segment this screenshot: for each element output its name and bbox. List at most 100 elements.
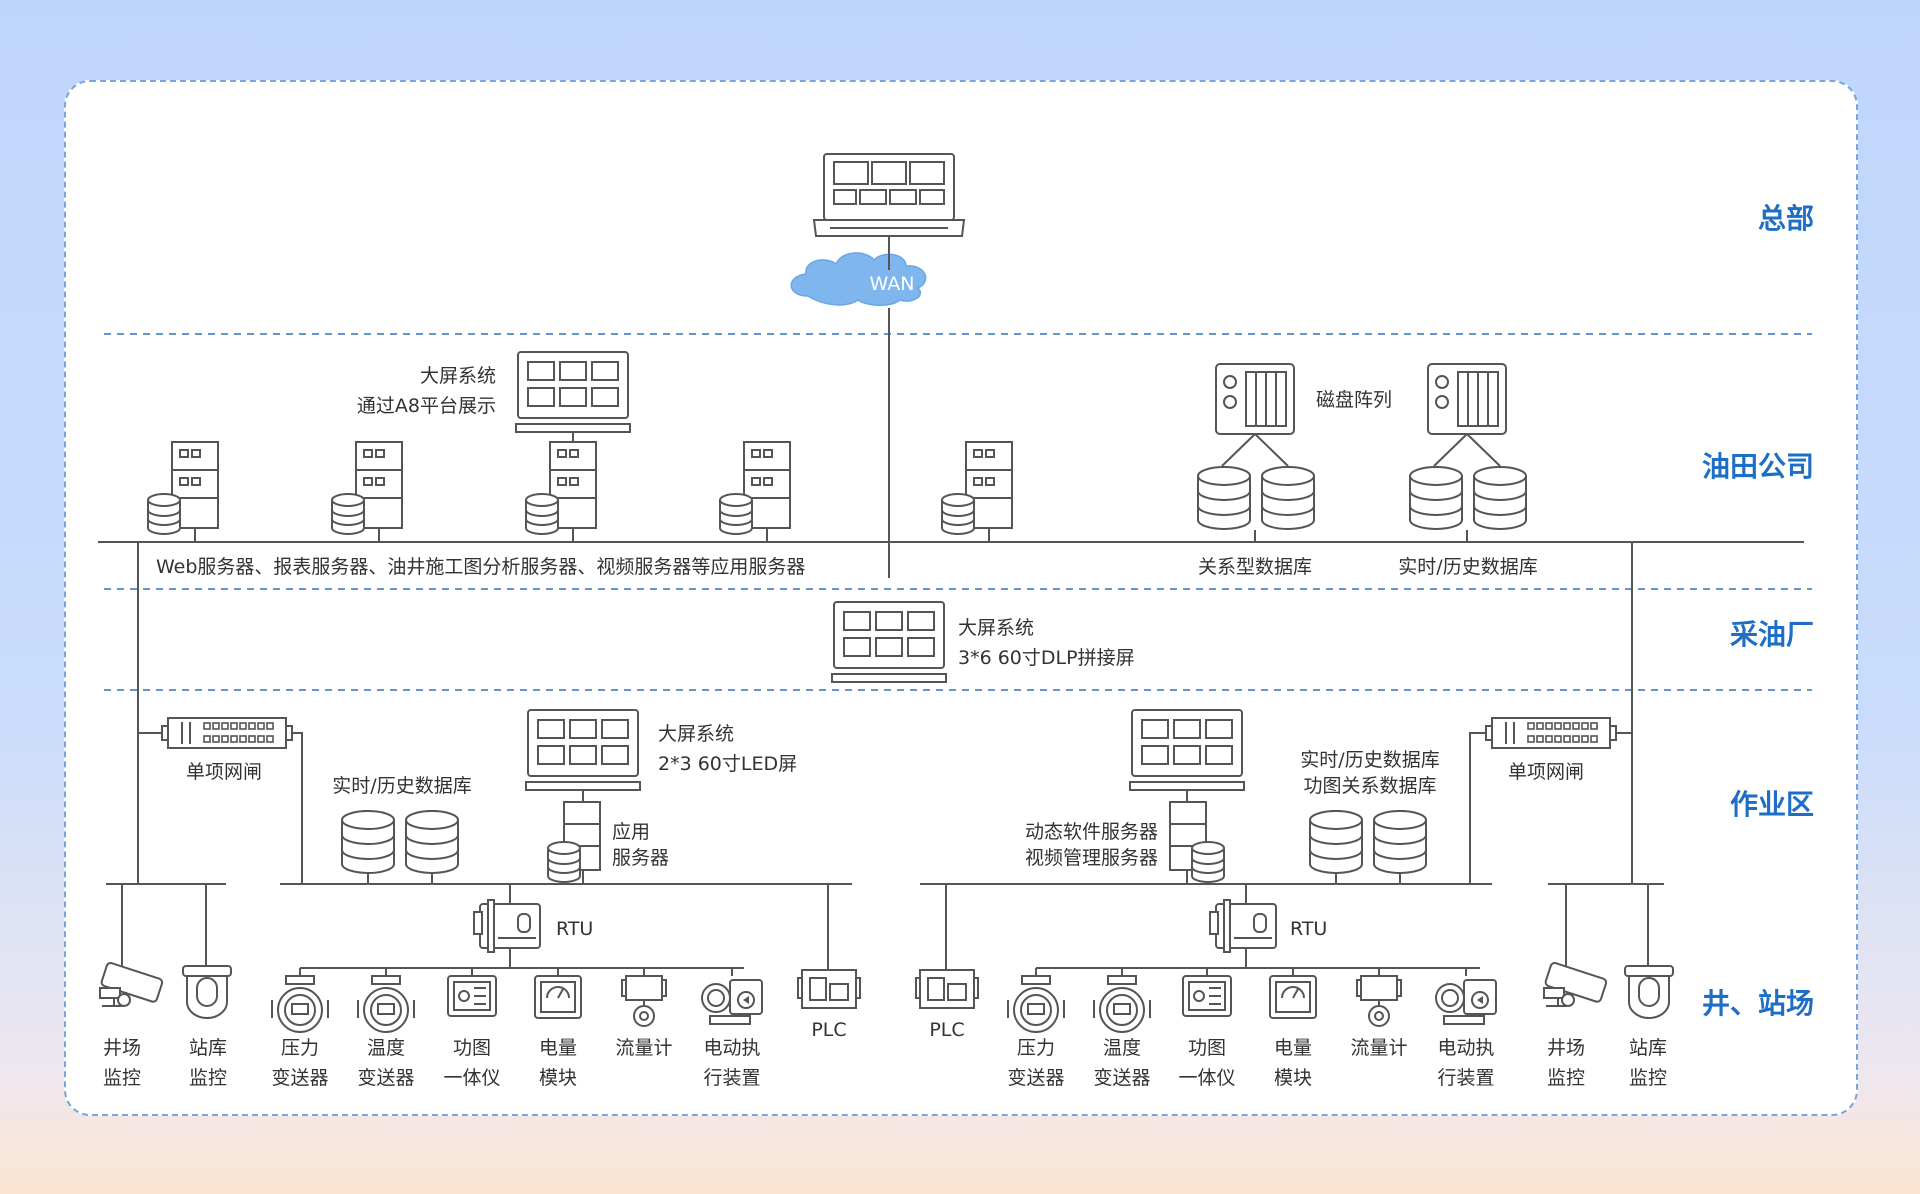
left-work-screen-label-1: 大屏系统 (658, 723, 734, 745)
level-label-hq: 总部 (1758, 202, 1814, 235)
realtime-db-label: 实时/历史数据库 (1398, 556, 1537, 578)
plant-big-screen-label-1: 大屏系统 (958, 617, 1034, 639)
device-label: 监控 (1629, 1067, 1667, 1089)
device-label: 流量计 (1350, 1037, 1407, 1059)
right-flowmeter-icon (1356, 968, 1402, 1027)
right-server-label-2: 视频管理服务器 (1025, 847, 1158, 869)
disk-array-2-icon (1427, 363, 1507, 435)
device-label: 监控 (103, 1067, 141, 1089)
right-wellsite-camera-icon (1543, 961, 1609, 1007)
oilfield-big-screen-icon (515, 351, 631, 433)
left-rtu-icon (473, 899, 541, 953)
right-pressure-transmitter-icon (1007, 968, 1065, 1033)
right-station-camera-icon (1624, 965, 1674, 1019)
device-label: 电量 (539, 1037, 577, 1059)
right-rtu-label: RTU (1290, 918, 1327, 940)
left-actuator-icon (701, 968, 763, 1025)
left-power-module-icon (534, 968, 582, 1019)
device-label: 行装置 (703, 1067, 760, 1089)
device-label: 电动执 (703, 1037, 760, 1059)
disk-array-1-icon (1215, 363, 1295, 435)
device-label: 变送器 (271, 1067, 328, 1089)
left-pressure-transmitter-icon (271, 968, 329, 1033)
app-server-1-icon (147, 441, 219, 535)
left-temperature-transmitter-icon (357, 968, 415, 1033)
right-rtu-icon (1209, 899, 1277, 953)
device-label: 电量 (1274, 1037, 1312, 1059)
left-work-screen-icon (525, 709, 641, 791)
oilfield-big-screen-label-2: 通过A8平台展示 (357, 395, 496, 417)
left-db-label: 实时/历史数据库 (332, 775, 471, 797)
left-plc-icon (797, 969, 861, 1009)
device-label: 监控 (1547, 1067, 1585, 1089)
left-gateway-icon (161, 717, 293, 749)
device-label: 压力 (1017, 1037, 1055, 1059)
right-work-screen-icon (1129, 709, 1245, 791)
relational-db-label: 关系型数据库 (1198, 556, 1312, 578)
device-label: 一体仪 (443, 1067, 500, 1089)
level-label-oilfield: 油田公司 (1702, 450, 1814, 483)
device-label: 模块 (539, 1067, 577, 1089)
device-label: 流量计 (615, 1037, 672, 1059)
left-wellsite-camera-icon (99, 961, 165, 1007)
device-label: 功图 (1188, 1037, 1226, 1059)
left-app-server-label-2: 服务器 (612, 847, 669, 869)
app-server-2-icon (331, 441, 403, 535)
device-label: 温度 (367, 1037, 405, 1059)
app-servers-label: Web服务器、报表服务器、油井施工图分析服务器、视频服务器等应用服务器 (156, 556, 805, 578)
right-server-label-1: 动态软件服务器 (1025, 821, 1158, 843)
right-db-label-2: 功图关系数据库 (1303, 775, 1436, 797)
device-label: 监控 (189, 1067, 227, 1089)
device-label: 功图 (453, 1037, 491, 1059)
relational-db-icon (1197, 466, 1315, 530)
device-label: 电动执 (1437, 1037, 1494, 1059)
level-label-work-area: 作业区 (1730, 788, 1814, 821)
realtime-db-icon (1409, 466, 1527, 530)
app-server-5-icon (941, 441, 1013, 535)
disk-array-label: 磁盘阵列 (1316, 389, 1392, 411)
left-dynagraph-icon (447, 968, 497, 1017)
wan-cloud-icon: WAN (790, 252, 927, 306)
right-temperature-transmitter-icon (1093, 968, 1151, 1033)
wan-label: WAN (870, 273, 915, 295)
right-gateway-icon (1485, 717, 1617, 749)
level-label-plant: 采油厂 (1730, 618, 1814, 651)
device-label: 温度 (1103, 1037, 1141, 1059)
device-label: 站库 (189, 1037, 227, 1059)
device-label: 模块 (1274, 1067, 1312, 1089)
right-db-icon (1309, 810, 1427, 874)
level-label-well-station: 井、站场 (1702, 987, 1814, 1020)
right-server-icon (1169, 801, 1225, 883)
device-label: 行装置 (1437, 1067, 1494, 1089)
left-db-icon (341, 810, 459, 874)
device-label: 井场 (103, 1037, 141, 1059)
plant-big-screen-icon (831, 601, 947, 683)
device-label: 变送器 (1007, 1067, 1064, 1089)
plant-big-screen-label-2: 3*6 60寸DLP拼接屏 (958, 647, 1135, 669)
left-plc-label: PLC (811, 1019, 846, 1041)
right-gateway-label: 单项网闸 (1508, 761, 1584, 783)
device-label: 一体仪 (1178, 1067, 1235, 1089)
left-flowmeter-icon (621, 968, 667, 1027)
right-power-module-icon (1269, 968, 1317, 1019)
right-db-label-1: 实时/历史数据库 (1300, 749, 1439, 771)
device-label: 井场 (1547, 1037, 1585, 1059)
left-rtu-label: RTU (556, 918, 593, 940)
app-server-3-icon (525, 441, 597, 535)
oilfield-big-screen-label-1: 大屏系统 (420, 365, 496, 387)
right-dynagraph-icon (1182, 968, 1232, 1017)
hq-laptop-icon (812, 153, 966, 237)
right-plc-label: PLC (929, 1019, 964, 1041)
device-label: 变送器 (357, 1067, 414, 1089)
device-label: 压力 (281, 1037, 319, 1059)
left-app-server-label-1: 应用 (612, 821, 650, 843)
left-work-screen-label-2: 2*3 60寸LED屏 (658, 753, 797, 775)
device-label: 变送器 (1093, 1067, 1150, 1089)
app-server-4-icon (719, 441, 791, 535)
diagram-card (64, 80, 1858, 1116)
left-station-camera-icon (182, 965, 232, 1019)
right-plc-icon (915, 969, 979, 1009)
device-label: 站库 (1629, 1037, 1667, 1059)
